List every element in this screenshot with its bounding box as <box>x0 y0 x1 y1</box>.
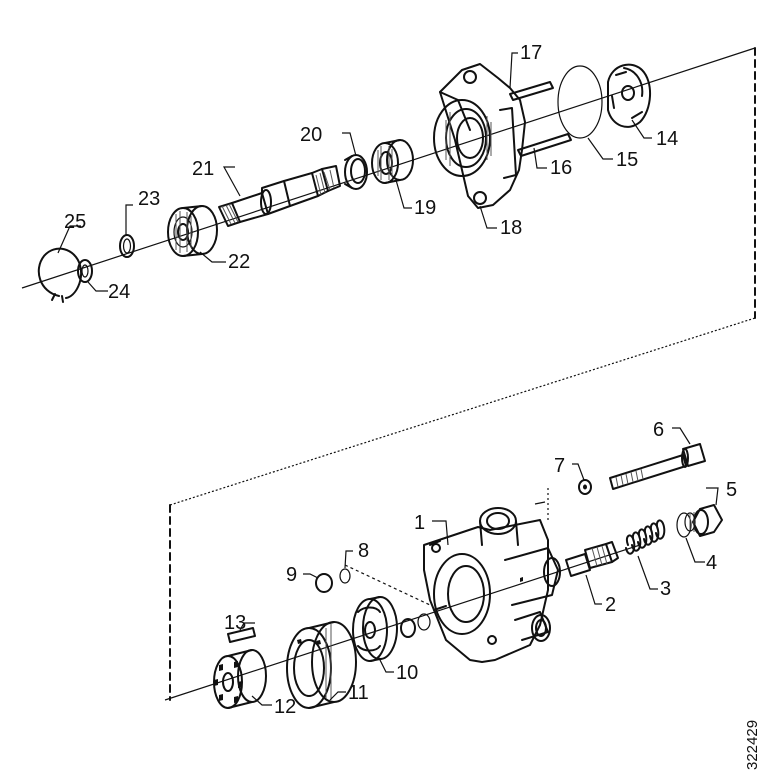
document-number: 322429 <box>744 720 761 770</box>
part-4-o-ring <box>676 512 692 538</box>
part-1-pump-housing <box>423 507 561 663</box>
part-14-cover-plate <box>607 63 651 128</box>
callout-22: 22 <box>228 251 250 273</box>
part-15-o-ring-gasket <box>557 65 603 139</box>
part-6-bolt <box>609 443 706 490</box>
callout-3: 3 <box>660 578 671 600</box>
callout-1: 1 <box>414 512 425 534</box>
part-3-spring <box>625 519 666 555</box>
part-2-valve-spool <box>565 541 619 577</box>
callout-7: 7 <box>554 455 565 477</box>
callout-10: 10 <box>396 662 418 684</box>
callout-11: 11 <box>348 682 369 704</box>
assembly-boundary-dashed <box>169 47 756 701</box>
part-25-retaining-ring <box>37 247 82 303</box>
callout-8: 8 <box>358 540 369 562</box>
pin-axis-line <box>344 564 431 606</box>
callout-13: 13 <box>224 612 246 634</box>
callout-25: 25 <box>64 211 86 233</box>
callout-5: 5 <box>726 479 737 501</box>
callout-6: 6 <box>653 419 664 441</box>
part-7-washer <box>578 479 592 495</box>
callout-20: 20 <box>300 124 322 146</box>
part-13-key <box>227 627 256 643</box>
callout-12: 12 <box>274 696 296 718</box>
bolt-axis-line <box>534 488 549 520</box>
part-16-dowel-pin <box>517 133 572 157</box>
callout-4: 4 <box>706 552 717 574</box>
callout-9: 9 <box>286 564 297 586</box>
callout-19: 19 <box>414 197 436 219</box>
callout-21: 21 <box>192 158 214 180</box>
callout-14: 14 <box>656 128 678 150</box>
part-19-needle-bearing <box>371 139 414 184</box>
callout-17: 17 <box>520 42 542 64</box>
housing-o-rings <box>400 613 431 638</box>
part-5-plug <box>684 504 723 537</box>
part-21-drive-shaft <box>218 165 341 227</box>
part-23-spacer-ring <box>119 234 135 258</box>
part-8-o-ring <box>339 568 351 584</box>
callout-16: 16 <box>550 157 572 179</box>
part-20-spacer-ring <box>344 154 368 190</box>
part-9-o-ring <box>315 573 333 593</box>
part-17-dowel-pin <box>509 81 554 101</box>
part-18-flange-housing <box>433 63 526 209</box>
part-10-pressure-plate <box>352 596 398 662</box>
callout-24: 24 <box>108 281 130 303</box>
leader-lines <box>57 52 719 706</box>
part-24-washer <box>77 259 93 283</box>
callout-18: 18 <box>500 217 522 239</box>
part-22-ball-bearing <box>167 205 218 257</box>
callout-2: 2 <box>605 594 616 616</box>
callout-23: 23 <box>138 188 160 210</box>
part-12-rotor <box>213 649 267 709</box>
part-11-cam-ring <box>286 621 357 709</box>
callout-15: 15 <box>616 149 638 171</box>
callout-labels: 25 24 23 22 21 20 19 18 17 16 15 14 6 7 … <box>64 42 737 718</box>
